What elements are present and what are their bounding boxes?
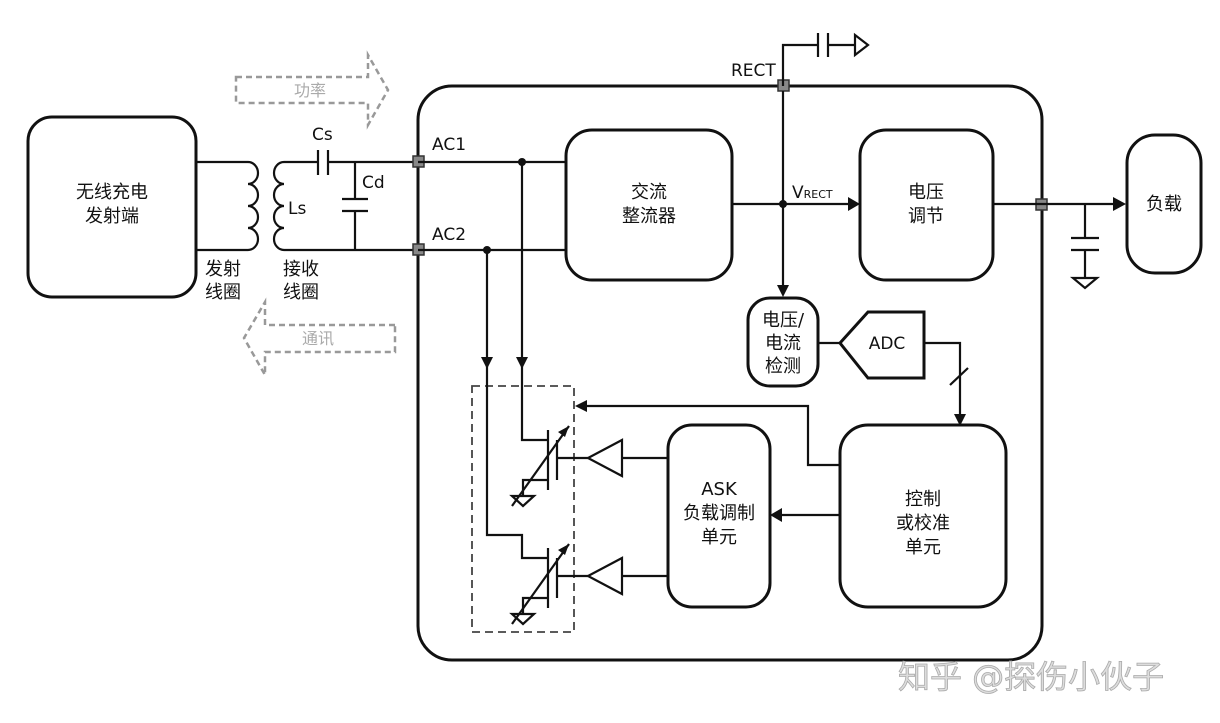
power-arrow-icon [234,50,390,130]
ac-lines [418,160,566,252]
vrect-label: VRECT [792,183,833,203]
ac2-drop-wire [485,250,548,560]
ask-modulation-block [666,423,772,609]
rx-coil-label-line1: 接收 [283,259,319,280]
power-arrow-label: 功率 [294,81,326,100]
output-capacitor [1071,204,1099,278]
rectifier-label-line2: 整流器 [622,206,676,227]
transmitter-block [26,115,198,299]
bus-slash [949,367,969,386]
mosfet-bottom-icon [509,543,588,626]
ac1-drop-wire [520,162,548,442]
comm-arrow-label: 通讯 [302,329,334,348]
adc-label: ADC [869,334,906,354]
sense-label-line1: 电压/ [762,310,805,331]
buffer-wires [622,456,668,578]
voltage-regulator-block [858,128,995,282]
ask-label-line2: 负载调制 [683,503,755,524]
load-label: 负载 [1146,194,1182,215]
control-input-arrow-icon [954,414,966,426]
comm-arrow-icon [242,297,397,380]
control-label-line2: 或校准 [896,513,950,534]
load-arrow-icon [1113,197,1126,211]
rx-coil [272,160,285,252]
adc-block [838,310,926,380]
rectifier-label-line1: 交流 [631,182,667,203]
cs-capacitor [284,150,418,175]
transmitter-label-line2: 发射端 [85,206,139,227]
rect-ground-icon [853,32,870,58]
ask-arrow-icon [770,508,782,522]
cd-label: Cd [362,173,385,193]
control-label-line1: 控制 [905,489,941,510]
watermark: 知乎 @探伤小伙子 [898,658,1164,696]
transmitter-label-line1: 无线充电 [76,182,148,203]
ac1-label: AC1 [432,135,466,155]
sense-label-line3: 检测 [765,356,801,377]
buffer-top-icon [585,438,624,478]
sense-arrow-icon [777,285,789,297]
receiver-chip-boundary [416,84,1044,662]
ac2-label: AC2 [432,225,466,245]
adc-to-control-wire [924,341,962,420]
control-to-switch-wire [585,404,840,467]
rectifier-block [564,128,734,282]
rect-label: RECT [731,61,776,81]
output-ground-icon [1069,276,1101,290]
mosfet-top-icon [509,425,588,508]
tx-coil-label-line2: 线圈 [205,282,241,303]
modulation-switch-group [471,385,575,633]
buffer-bottom-icon [585,556,624,596]
regulator-label-line1: 电压 [908,182,944,203]
rect-capacitor [781,33,855,86]
load-block [1125,133,1203,275]
control-label-line3: 单元 [905,537,941,558]
tx-coil [247,160,260,252]
switch-arrow-icon [575,400,587,412]
sense-label-line2: 电流 [765,333,801,354]
ls-label: Ls [288,199,306,219]
cs-label: Cs [312,125,333,145]
vrect-arrow-icon [848,197,860,211]
cd-capacitor [342,162,368,250]
rx-coil-label-line2: 线圈 [283,282,319,303]
ask-label-line1: ASK [701,479,738,500]
tx-coil-label-line1: 发射 [205,259,241,280]
regulator-label-line2: 调节 [908,206,944,227]
ask-label-line3: 单元 [701,527,737,548]
tx-coil-leads [196,160,248,252]
